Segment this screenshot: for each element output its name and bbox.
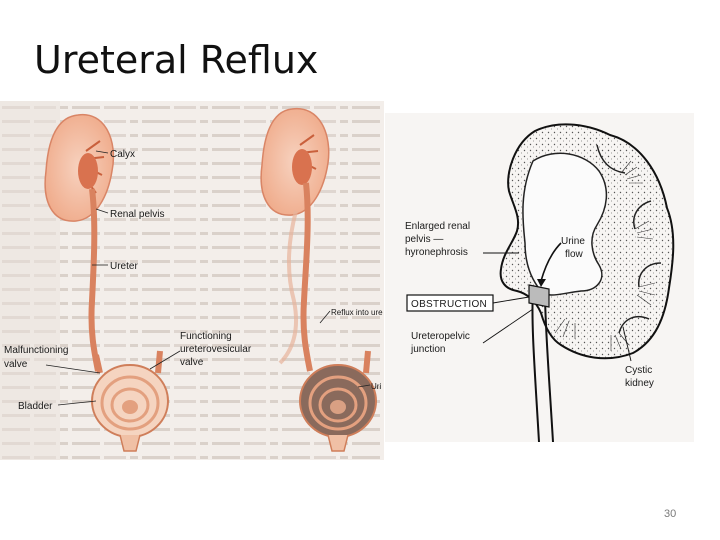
- urine-flow-arrow: [540, 242, 562, 282]
- ureteropelvic-label-1: Ureteropelvic: [411, 331, 470, 342]
- enlarged-pelvis-label-2: pelvis —: [405, 234, 443, 245]
- right-bladder: [299, 350, 377, 452]
- obstruction-diagram-svg: OBSTRUCTION Enlarged renal pelvis — hyro…: [385, 113, 694, 442]
- obstruction-label: OBSTRUCTION: [411, 299, 487, 310]
- urine-flow-label-2: flow: [565, 249, 584, 260]
- left-bladder: [91, 350, 169, 452]
- left-kidney: [44, 114, 115, 222]
- ureteropelvic-label-2: junction: [410, 344, 445, 355]
- ureter-label: Ureter: [110, 261, 138, 272]
- functioning-valve-label-1: Functioning: [180, 331, 232, 342]
- malfunctioning-valve-label-1: Malfunctioning: [4, 345, 68, 356]
- obstruction-mark: [528, 284, 550, 308]
- cystic-kidney-label-1: Cystic: [625, 365, 652, 376]
- page-number: 30: [664, 508, 677, 520]
- cystic-kidney-label-2: kidney: [625, 378, 654, 389]
- enlarged-pelvis-label-3: hyronephrosis: [405, 247, 468, 258]
- enlarged-pelvis-label-1: Enlarged renal: [405, 221, 470, 232]
- right-kidney: [260, 108, 330, 216]
- calyx-label: Calyx: [110, 149, 135, 160]
- obstruction-diagram: OBSTRUCTION Enlarged renal pelvis — hyro…: [385, 113, 694, 442]
- functioning-valve-label-2: ureterovesicular: [180, 344, 252, 355]
- reflux-diagram-svg: Calyx Renal pelvis Ureter Functioning ur…: [0, 101, 384, 460]
- bladder-label: Bladder: [18, 401, 53, 412]
- left-ureter: [88, 188, 101, 372]
- slide-title: Ureteral Reflux: [34, 38, 319, 82]
- right-ureter: [300, 182, 313, 372]
- urine-label: Uri: [371, 382, 381, 391]
- urine-flow-label-1: Urine: [561, 236, 585, 247]
- reflux-label: Reflux into ure: [331, 308, 383, 317]
- renal-pelvis-label: Renal pelvis: [110, 209, 164, 220]
- reflux-diagram: Calyx Renal pelvis Ureter Functioning ur…: [0, 101, 384, 460]
- functioning-valve-label-3: valve: [180, 357, 204, 368]
- malfunctioning-valve-label-2: valve: [4, 359, 28, 370]
